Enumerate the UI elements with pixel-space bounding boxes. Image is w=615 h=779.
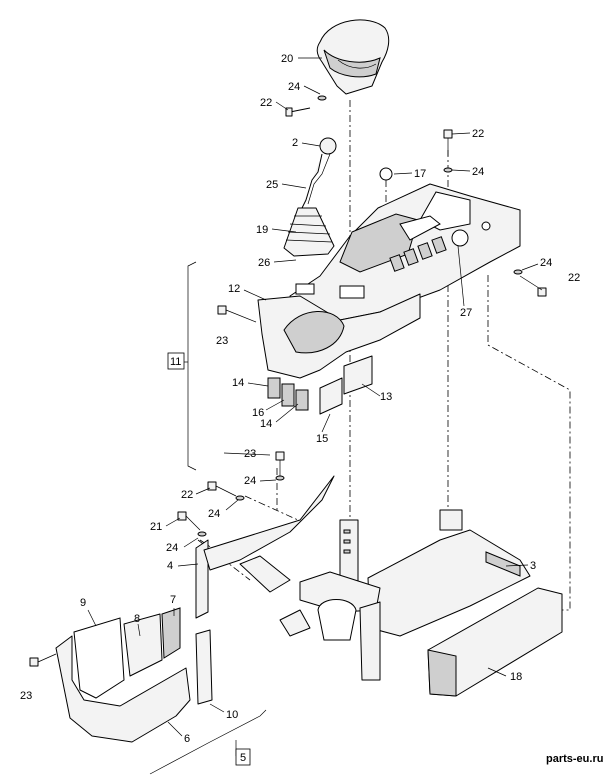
callout-13: 13 bbox=[380, 391, 392, 403]
callout-22: 22 bbox=[472, 128, 484, 140]
callout-labels: 20 24 22 2 25 19 26 17 22 24 24 22 27 12… bbox=[20, 53, 580, 766]
switch-blanks bbox=[267, 355, 373, 415]
callout-20: 20 bbox=[281, 53, 293, 65]
callout-18: 18 bbox=[510, 671, 522, 683]
cover-plate-part-18 bbox=[427, 587, 563, 697]
callout-7: 7 bbox=[170, 594, 176, 606]
gear-knob-part-20 bbox=[316, 19, 390, 95]
callout-12: 12 bbox=[228, 283, 240, 295]
callout-22: 22 bbox=[568, 272, 580, 284]
callout-6: 6 bbox=[184, 733, 190, 745]
gear-boot-part-19 bbox=[283, 207, 335, 257]
watermark: parts-eu.ru bbox=[546, 753, 603, 765]
callout-15: 15 bbox=[316, 433, 328, 445]
callout-14: 14 bbox=[260, 418, 272, 430]
callout-17: 17 bbox=[414, 168, 426, 180]
callout-10: 10 bbox=[226, 709, 238, 721]
callout-25: 25 bbox=[266, 179, 278, 191]
callout-26: 26 bbox=[258, 257, 270, 269]
trim-strip-part-10 bbox=[195, 629, 213, 705]
leader-lines bbox=[87, 57, 539, 737]
callout-2: 2 bbox=[292, 137, 298, 149]
lever-part-25 bbox=[299, 137, 337, 213]
console-housing-part-12 bbox=[257, 293, 421, 379]
callout-24: 24 bbox=[244, 475, 256, 487]
screws bbox=[29, 95, 547, 667]
callout-24: 24 bbox=[540, 257, 552, 269]
callout-19: 19 bbox=[256, 224, 268, 236]
callout-21: 21 bbox=[150, 521, 162, 533]
callout-5: 5 bbox=[240, 752, 246, 764]
lower-bracket-part-3 bbox=[279, 509, 531, 681]
callout-4: 4 bbox=[167, 560, 173, 572]
callout-24: 24 bbox=[472, 166, 484, 178]
callout-24: 24 bbox=[208, 508, 220, 520]
callout-22: 22 bbox=[260, 97, 272, 109]
side-bracket-part-4 bbox=[195, 475, 335, 619]
callout-24: 24 bbox=[288, 81, 300, 93]
lower-cover-part-6 bbox=[55, 607, 191, 743]
callout-23: 23 bbox=[244, 448, 256, 460]
callout-27: 27 bbox=[460, 307, 472, 319]
callout-22: 22 bbox=[181, 489, 193, 501]
callout-24: 24 bbox=[166, 542, 178, 554]
callout-14: 14 bbox=[232, 377, 244, 389]
callout-11: 11 bbox=[170, 356, 181, 368]
callout-3: 3 bbox=[530, 560, 536, 572]
callout-23: 23 bbox=[216, 335, 228, 347]
callout-16: 16 bbox=[252, 407, 264, 419]
callout-8: 8 bbox=[134, 613, 140, 625]
console-top-part-27 bbox=[289, 183, 521, 321]
callout-23: 23 bbox=[20, 690, 32, 702]
callout-9: 9 bbox=[80, 597, 86, 609]
